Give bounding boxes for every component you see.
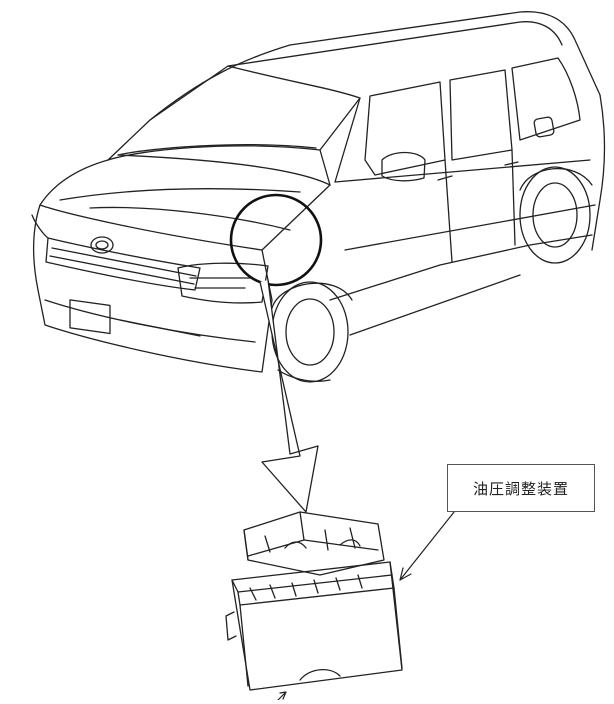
callout-leader-arrowhead (399, 567, 412, 581)
pointer-arrow (259, 279, 319, 513)
callout-label: 油圧調整装置 (472, 479, 569, 498)
callout-leader (399, 501, 463, 581)
car-roof (149, 11, 601, 121)
car-rear (591, 94, 606, 251)
front-door-window (364, 81, 446, 176)
location-highlight-circle (229, 193, 323, 287)
hydraulic-unit-illustration (225, 511, 403, 691)
rear-wheel (519, 166, 591, 264)
toyota-emblem (90, 236, 114, 254)
rear-door-window (449, 69, 513, 161)
front-grille (45, 237, 201, 291)
callout-label-box: 油圧調整装置 (447, 464, 595, 512)
ecu-housing (231, 561, 403, 691)
license-plate (69, 299, 111, 335)
car-hood (39, 154, 331, 251)
car-windshield (107, 65, 361, 161)
front-wheel (271, 281, 349, 383)
car-illustration (31, 11, 606, 383)
quarter-window (511, 57, 581, 141)
bottom-arrow (277, 691, 287, 701)
side-mirror (381, 151, 426, 182)
